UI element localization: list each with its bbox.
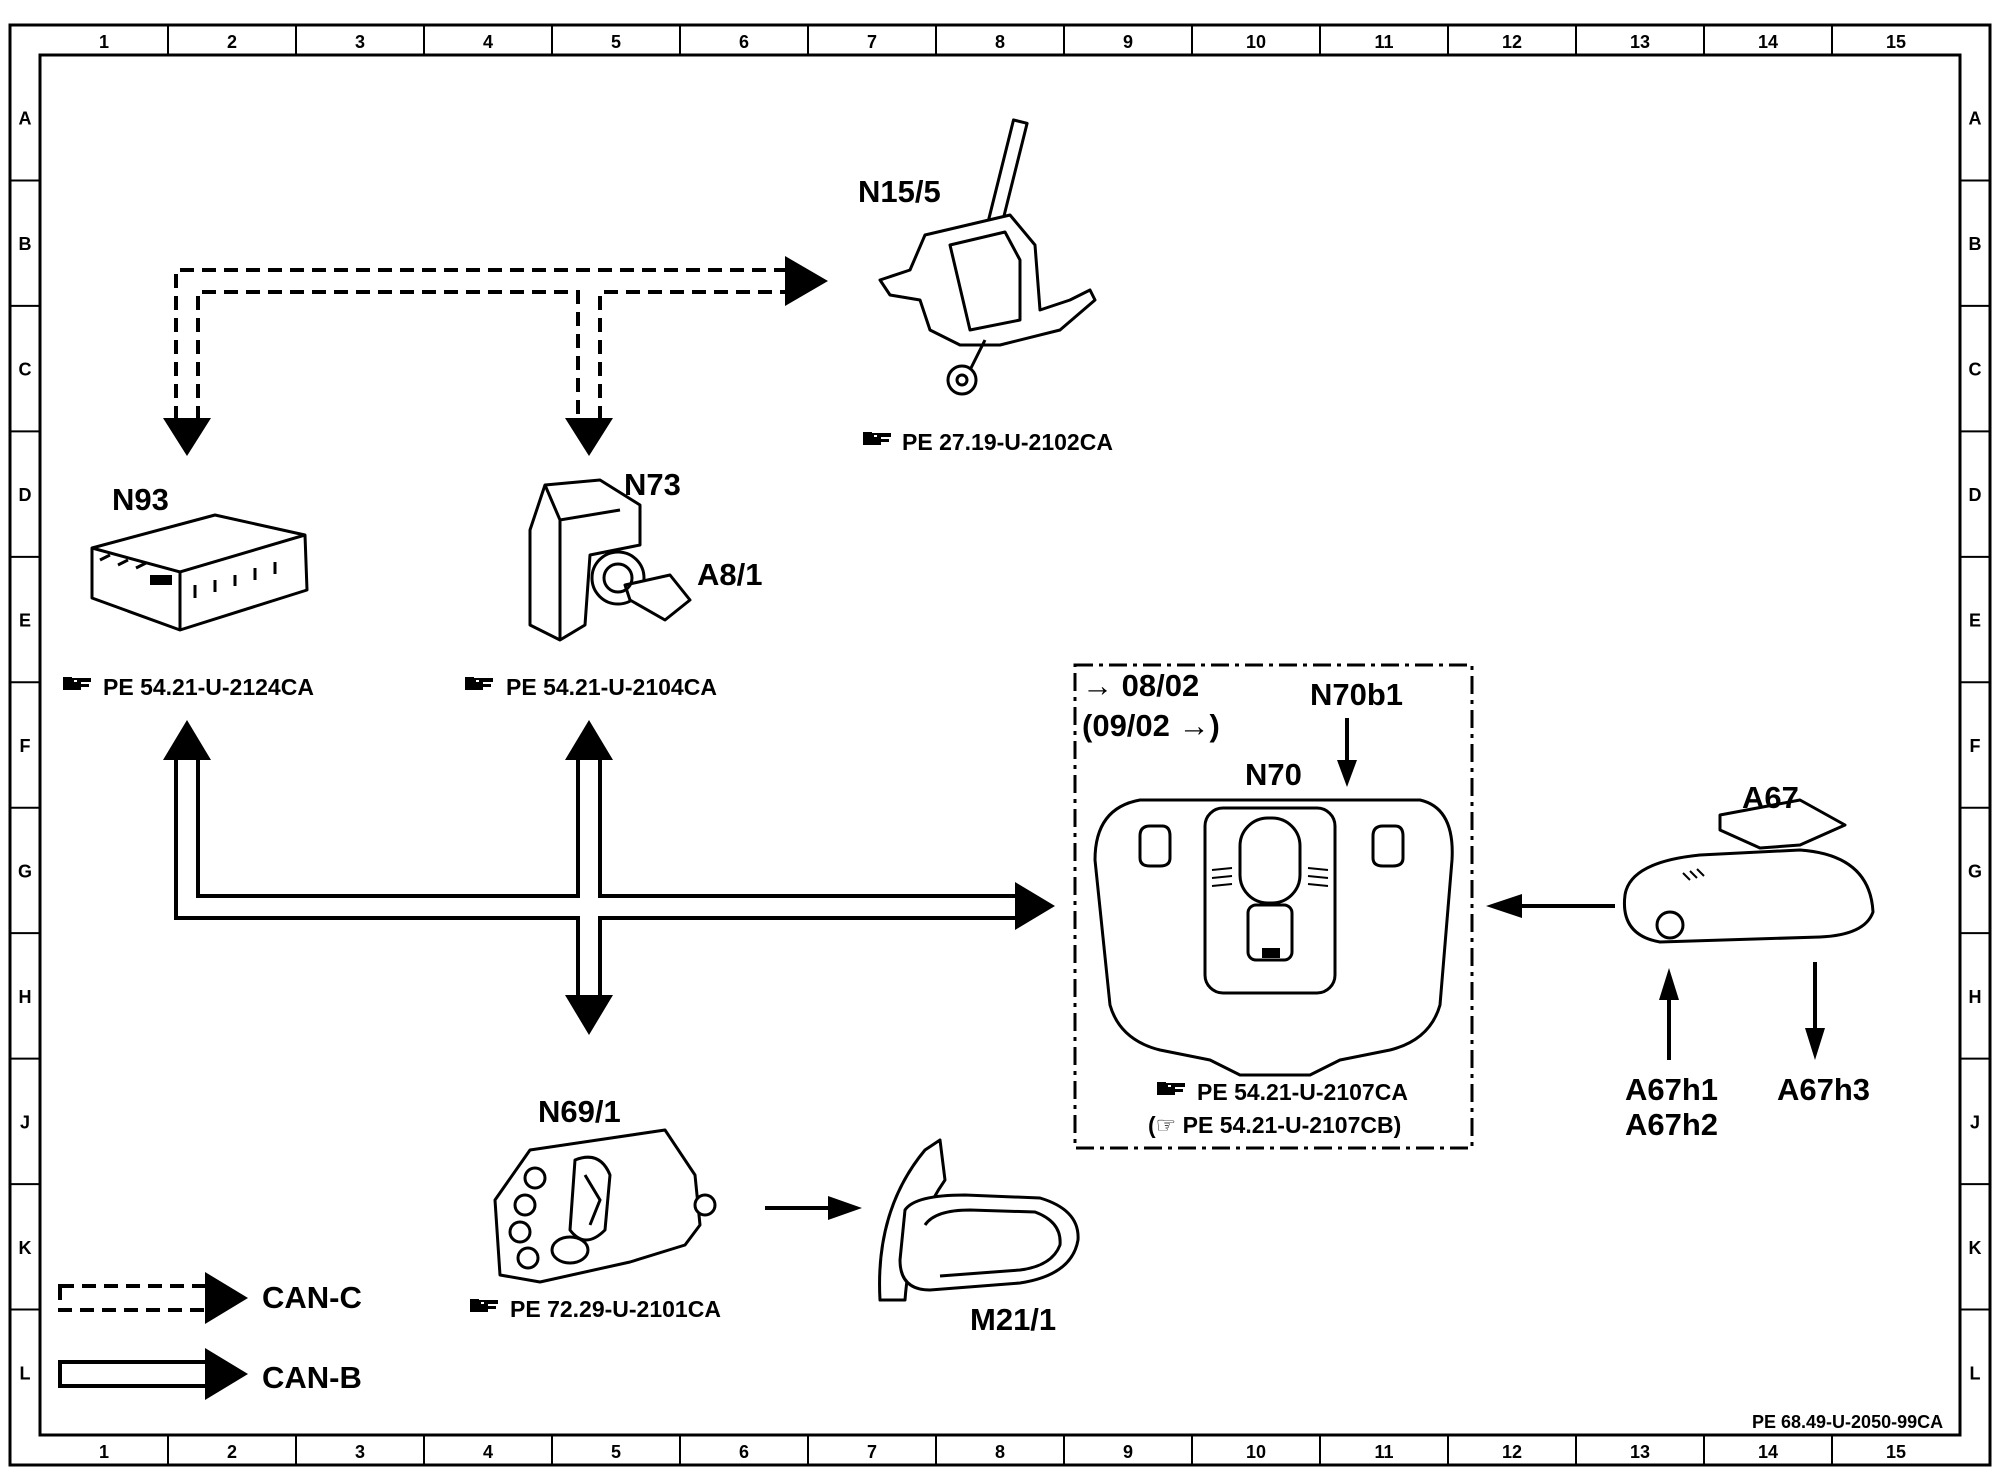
row-label-left: E: [19, 611, 31, 631]
column-label-bottom: 13: [1630, 1442, 1650, 1462]
m21-1-exterior-mirror: [878, 1138, 1080, 1302]
a67-rear-view-mirror: [1622, 798, 1875, 944]
column-label-bottom: 11: [1374, 1442, 1393, 1462]
n93-ref: PE 54.21-U-2124CA: [103, 674, 314, 700]
column-label-top: 4: [483, 32, 493, 52]
row-label-right: B: [1969, 234, 1982, 254]
n70-ref: PE 54.21-U-2107CA: [1197, 1079, 1408, 1105]
row-label-right: K: [1969, 1238, 1982, 1258]
legend-can-b: CAN-B: [262, 1360, 362, 1395]
n69-1-door-module: [493, 1128, 717, 1284]
can-c-arrow-n93: [163, 418, 211, 456]
column-label-top: 12: [1502, 32, 1522, 52]
footer-ref: PE 68.49-U-2050-99CA: [1752, 1412, 1943, 1432]
row-label-right: J: [1970, 1112, 1980, 1132]
column-label-top: 14: [1758, 32, 1778, 52]
row-label-right: L: [1970, 1363, 1981, 1383]
column-label-top: 15: [1886, 32, 1906, 52]
column-label-bottom: 1: [99, 1442, 109, 1462]
column-label-top: 11: [1374, 32, 1393, 52]
n73-ref: PE 54.21-U-2104CA: [506, 674, 717, 700]
n73-ignition-switch: [528, 478, 692, 642]
n69-1-ref: PE 72.29-U-2101CA: [510, 1296, 721, 1322]
row-label-left: J: [20, 1112, 30, 1132]
column-label-top: 2: [227, 32, 237, 52]
can-b-arrow-n69-1: [565, 995, 613, 1035]
column-label-bottom: 4: [483, 1442, 493, 1462]
column-label-top: 8: [995, 32, 1005, 52]
column-label-bottom: 3: [355, 1442, 365, 1462]
a67h3-label: A67h3: [1777, 1072, 1870, 1107]
n69-1-label: N69/1: [538, 1094, 621, 1129]
column-label-top: 1: [99, 32, 109, 52]
column-label-bottom: 5: [611, 1442, 621, 1462]
row-label-left: H: [19, 987, 32, 1007]
n70-ref-alt: (☞ PE 54.21-U-2107CB): [1148, 1112, 1401, 1138]
can-c-arrow-n15-5: [785, 256, 828, 306]
n70-overhead-panel: [1073, 663, 1474, 1150]
n70-date-to: (09/02 →): [1082, 708, 1220, 743]
row-label-right: H: [1969, 987, 1982, 1007]
can-b-arrow-n73: [565, 720, 613, 760]
column-label-top: 3: [355, 32, 365, 52]
row-label-right: D: [1969, 485, 1982, 505]
row-label-right: A: [1969, 109, 1982, 129]
column-label-top: 6: [739, 32, 749, 52]
n93-module: [90, 513, 309, 632]
n70-date-from: → 08/02: [1082, 668, 1199, 703]
column-label-bottom: 2: [227, 1442, 237, 1462]
can-b-arrow-n70: [1015, 882, 1055, 930]
n93-label: N93: [112, 482, 169, 517]
n73-label: N73: [624, 467, 681, 502]
row-label-left: B: [19, 234, 32, 254]
column-label-bottom: 8: [995, 1442, 1005, 1462]
row-label-right: C: [1969, 360, 1982, 380]
column-label-top: 10: [1246, 32, 1266, 52]
can-b-arrow-n93: [163, 720, 211, 760]
row-label-left: F: [20, 736, 31, 756]
row-label-left: C: [19, 360, 32, 380]
column-label-bottom: 7: [867, 1442, 877, 1462]
row-label-left: A: [19, 109, 32, 129]
column-label-bottom: 6: [739, 1442, 749, 1462]
column-label-bottom: 14: [1758, 1442, 1778, 1462]
row-label-left: D: [19, 485, 32, 505]
row-label-right: G: [1968, 861, 1982, 881]
column-label-top: 5: [611, 32, 621, 52]
legend: CAN-C CAN-B: [58, 1272, 362, 1400]
signal-arrows: [765, 718, 1825, 1220]
n70b1-label: N70b1: [1310, 677, 1403, 712]
column-label-bottom: 9: [1123, 1442, 1133, 1462]
legend-can-c: CAN-C: [262, 1280, 362, 1315]
n15-5-ref: PE 27.19-U-2102CA: [902, 429, 1113, 455]
row-label-left: G: [18, 861, 32, 881]
row-labels-left: A B C D E F G H J K L: [18, 109, 32, 1384]
a67-label: A67: [1742, 780, 1799, 815]
column-label-top: 7: [867, 32, 877, 52]
a8-1-label: A8/1: [697, 557, 762, 592]
n15-5-selector-module: [878, 118, 1097, 396]
column-label-bottom: 15: [1886, 1442, 1906, 1462]
column-label-top: 9: [1123, 32, 1133, 52]
can-c-arrow-n73: [565, 418, 613, 456]
column-label-bottom: 12: [1502, 1442, 1522, 1462]
row-label-right: E: [1969, 611, 1981, 631]
m21-1-label: M21/1: [970, 1302, 1056, 1337]
column-label-bottom: 10: [1246, 1442, 1266, 1462]
column-label-top: 13: [1630, 32, 1650, 52]
row-label-left: K: [19, 1238, 32, 1258]
n15-5-label: N15/5: [858, 174, 941, 209]
row-labels-right: A B C D E F G H J K L: [1968, 109, 1982, 1384]
row-label-left: L: [20, 1363, 31, 1383]
drawing-frame: [8, 23, 1992, 1467]
can-b-bus: [163, 720, 1055, 1035]
can-c-bus: [163, 256, 828, 456]
a67h1-label: A67h1: [1625, 1072, 1718, 1107]
n70-label: N70: [1245, 757, 1302, 792]
row-label-right: F: [1970, 736, 1981, 756]
a67h2-label: A67h2: [1625, 1107, 1718, 1142]
